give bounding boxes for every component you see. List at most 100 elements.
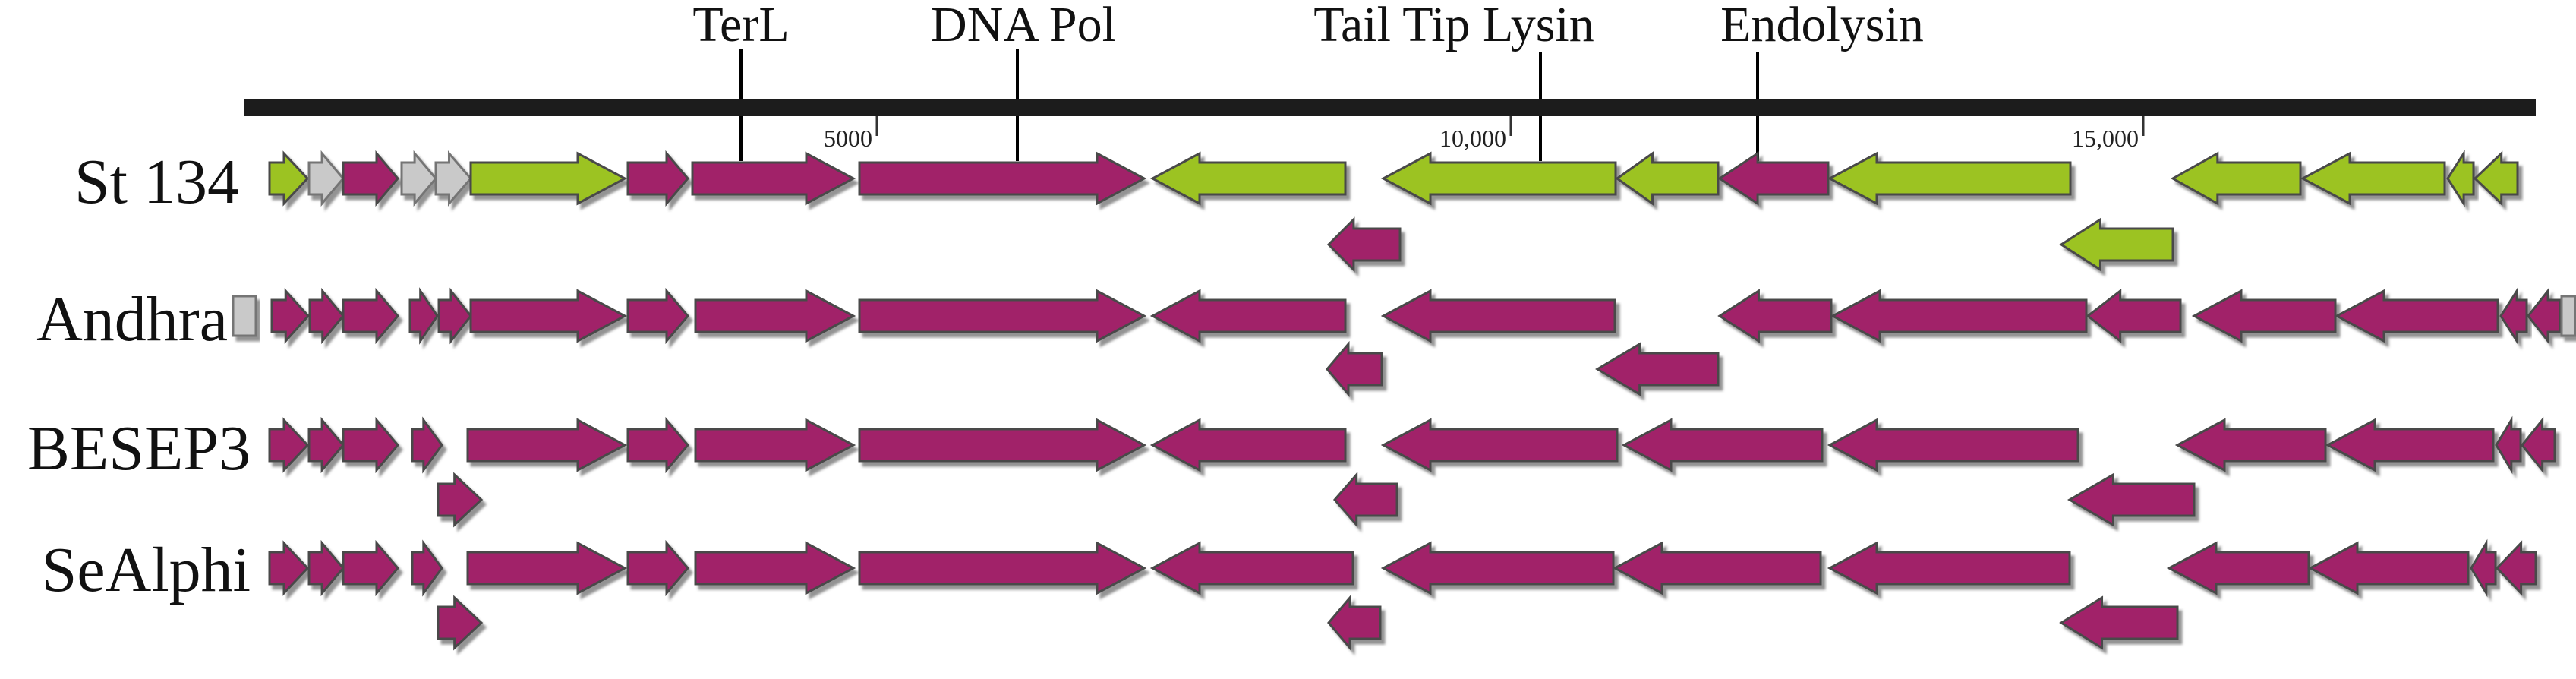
gene-arrow-reverse (1827, 151, 2072, 206)
gene-arrow-reverse (1326, 216, 1402, 273)
gene-arrow-reverse (1149, 541, 1354, 595)
gene-arrow-forward (694, 418, 856, 472)
gene-arrow-reverse (1827, 418, 2079, 472)
gene-arrow-reverse (2446, 149, 2475, 208)
gene-arrow-forward (469, 151, 628, 206)
gene-arrow-reverse (1149, 289, 1347, 343)
gene-arrow-forward (858, 418, 1147, 472)
genome-end-box (232, 295, 257, 337)
gene-arrow-reverse (1717, 151, 1830, 206)
gene-arrow-forward (307, 416, 345, 474)
gene-arrow-reverse (2300, 151, 2446, 206)
genome-row-label: BESEP3 (27, 413, 251, 484)
gene-arrow-reverse (2191, 289, 2337, 343)
gene-arrow-forward (411, 539, 443, 597)
gene-arrow-forward (626, 150, 689, 207)
scale-tick-label: 15,000 (2072, 125, 2139, 152)
genome-end-box (2560, 295, 2576, 337)
gene-arrow-reverse (1326, 340, 1383, 398)
gene-arrow-reverse (2521, 416, 2556, 474)
gene-arrow-reverse (1621, 418, 1824, 472)
gene-arrow-reverse (1380, 151, 1617, 206)
gene-arrow-forward (437, 472, 484, 528)
gene-arrow-reverse (2334, 289, 2499, 343)
annotation-label: Tail Tip Lysin (1313, 0, 1594, 52)
gene-arrow-forward (626, 287, 689, 345)
gene-arrow-forward (858, 151, 1147, 206)
gene-arrow-reverse (2059, 217, 2174, 272)
annotation-label: Endolysin (1720, 0, 1924, 52)
gene-arrow-reverse (1827, 541, 2071, 595)
gene-arrow-forward (308, 287, 345, 345)
gene-arrow-forward (268, 150, 310, 207)
genome-row-label: SeAlphi (42, 535, 251, 605)
genome-row: SeAlphi (42, 535, 2537, 652)
gene-arrow-reverse (1333, 471, 1398, 529)
annotation-label: TerL (692, 0, 789, 52)
gene-arrow-forward (408, 287, 439, 345)
scale-tick-label: 10,000 (1439, 125, 1506, 152)
gene-arrow-reverse (1149, 151, 1347, 206)
gene-arrow-reverse (2067, 472, 2196, 527)
gene-arrow-reverse (2473, 150, 2519, 207)
annotation-layer: TerL DNA Pol Tail Tip Lysin Endolysin (692, 0, 1924, 161)
genome-row: St 134 (74, 147, 2519, 273)
gene-arrow-reverse (1615, 151, 1720, 206)
gene-arrow-reverse (2495, 540, 2537, 596)
genome-row: BESEP3 (27, 413, 2556, 529)
gene-arrow-forward (268, 417, 310, 473)
gene-arrow-forward (342, 539, 399, 597)
gene-arrow-forward (342, 416, 399, 474)
gene-arrow-reverse (1327, 594, 1382, 652)
gene-arrow-reverse (1149, 418, 1347, 472)
gene-arrow-forward (466, 418, 628, 472)
gene-arrow-forward (466, 541, 628, 595)
genome-row-label: St 134 (74, 147, 239, 217)
gene-arrow-forward (469, 289, 628, 343)
gene-arrow-reverse (1830, 289, 2088, 343)
gene-arrow-reverse (2307, 541, 2470, 595)
gene-arrow-reverse (2059, 595, 2179, 650)
gene-arrow-forward (858, 541, 1147, 595)
scale-bar (244, 99, 2536, 116)
gene-arrow-reverse (1380, 541, 1615, 595)
gene-arrow-forward (268, 540, 310, 596)
gene-arrow-forward (411, 416, 443, 474)
gene-arrow-reverse (1612, 541, 1822, 595)
gene-arrow-reverse (2174, 418, 2327, 472)
gene-arrow-forward (691, 151, 856, 206)
gene-arrow-forward (307, 150, 345, 207)
gene-arrow-reverse (2499, 286, 2528, 346)
gene-arrow-reverse (2166, 541, 2310, 595)
gene-arrow-forward (434, 150, 472, 207)
scale-tick-label: 5000 (824, 125, 872, 152)
gene-arrow-forward (437, 595, 484, 651)
gene-arrow-forward (694, 541, 856, 595)
gene-arrow-reverse (2527, 287, 2562, 345)
gene-arrow-reverse (1380, 418, 1619, 472)
scale-bar-layer: 5000 10,000 15,000 (244, 99, 2536, 152)
gene-arrow-forward (626, 416, 689, 474)
gene-arrow-reverse (1717, 289, 1833, 343)
annotation-label: DNA Pol (931, 0, 1116, 52)
gene-arrow-forward (342, 287, 399, 345)
gene-arrow-reverse (1595, 342, 1720, 396)
gene-arrow-reverse (2325, 418, 2495, 472)
genome-row-label: Andhra (36, 284, 228, 355)
gene-arrow-reverse (2495, 415, 2522, 475)
gene-arrow-forward (307, 539, 345, 597)
gene-arrow-reverse (1380, 289, 1616, 343)
gene-arrow-forward (626, 539, 689, 597)
gene-arrow-forward (437, 287, 472, 345)
gene-arrow-forward (270, 288, 311, 344)
gene-arrow-reverse (2086, 288, 2182, 344)
gene-arrow-forward (342, 150, 399, 207)
genome-row: Andhra (36, 284, 2576, 398)
gene-arrow-forward (400, 150, 437, 207)
gene-arrow-forward (858, 289, 1147, 343)
gene-arrow-forward (694, 289, 856, 343)
gene-arrow-reverse (2470, 538, 2497, 598)
gene-arrow-reverse (2170, 151, 2302, 206)
